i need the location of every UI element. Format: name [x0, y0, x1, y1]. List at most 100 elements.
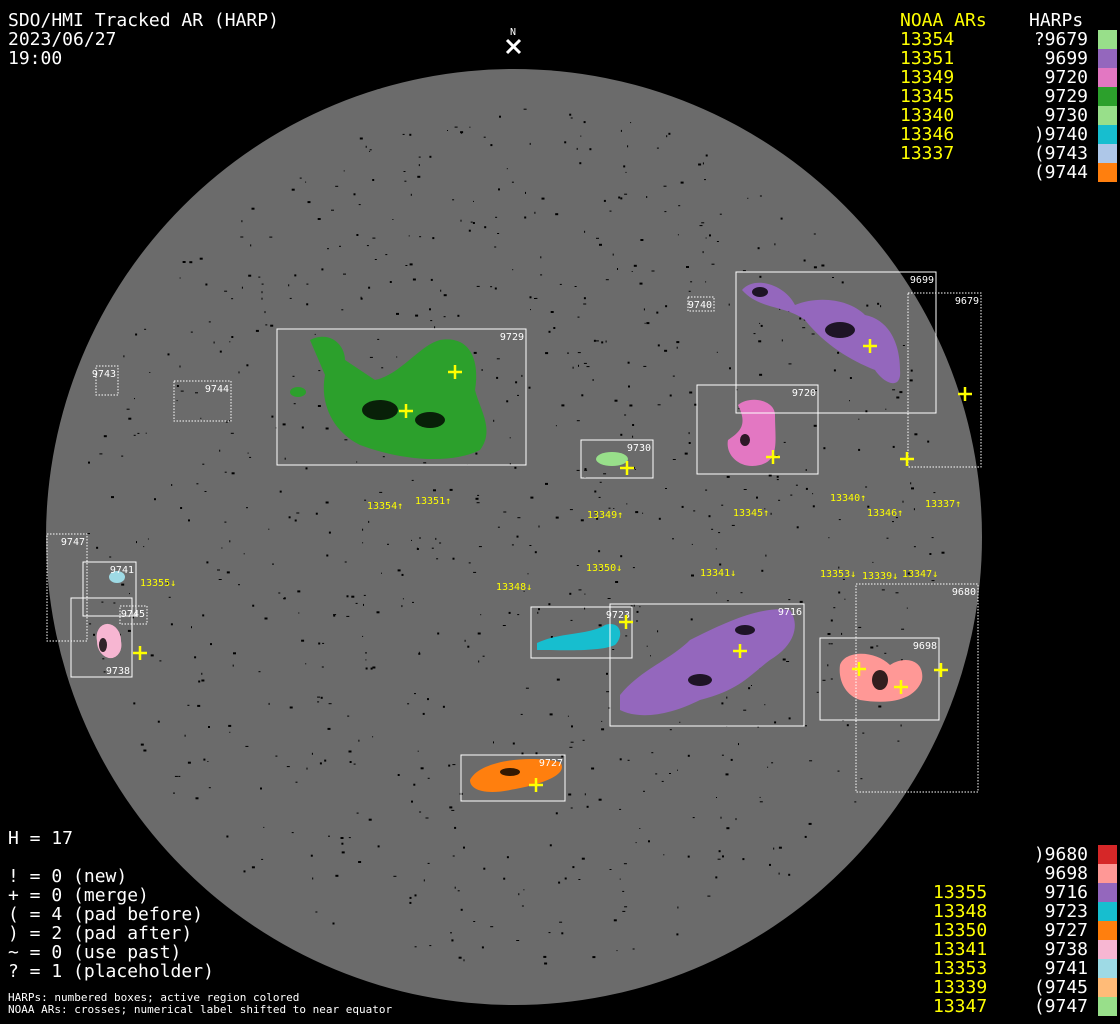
speck [583, 362, 587, 364]
speck [343, 170, 345, 172]
speck [858, 626, 862, 628]
speck [576, 420, 580, 422]
speck [548, 330, 551, 333]
speck [243, 870, 246, 873]
speck [892, 521, 894, 523]
speck [899, 391, 903, 394]
speck [648, 840, 650, 843]
footer-line-2: NOAA ARs: crosses; numerical label shift… [8, 1003, 393, 1016]
speck [321, 666, 324, 668]
speck [931, 580, 935, 582]
speck [759, 796, 761, 798]
harp-box [907, 292, 982, 468]
sunspot-core [415, 412, 445, 428]
speck [877, 302, 880, 305]
speck [886, 339, 889, 341]
speck [859, 353, 861, 356]
speck [133, 434, 136, 436]
speck [495, 216, 498, 218]
speck [914, 433, 918, 436]
speck [858, 418, 860, 420]
speck [721, 504, 724, 506]
speck [672, 538, 674, 540]
stat-line: ) = 2 (pad after) [8, 923, 193, 944]
legend-swatch [1098, 845, 1117, 864]
speck [799, 600, 803, 603]
speck [232, 664, 234, 667]
speck [457, 314, 460, 317]
legend-swatch [1098, 125, 1117, 144]
speck [711, 528, 714, 530]
speck [632, 435, 634, 438]
speck [512, 742, 515, 745]
active-region-9723 [537, 624, 621, 651]
speck [655, 773, 658, 775]
harp-count: H = 17 [8, 828, 74, 849]
speck [699, 225, 703, 227]
speck [389, 281, 392, 283]
speck [176, 400, 178, 402]
speck [655, 672, 658, 674]
speck [663, 185, 667, 187]
speck [403, 434, 406, 437]
speck [179, 277, 181, 279]
speck [483, 867, 486, 870]
speck [440, 289, 442, 292]
speck [356, 812, 359, 814]
speck [523, 590, 525, 592]
noaa-label: 13349↑ [587, 510, 623, 521]
speck [849, 377, 852, 379]
speck [821, 264, 825, 267]
speck [341, 309, 344, 311]
speck [411, 359, 414, 361]
speck [717, 858, 721, 860]
speck [282, 423, 286, 426]
harp-label: 9727 [539, 758, 563, 769]
speck [612, 649, 615, 650]
speck [490, 926, 494, 928]
speck [632, 567, 635, 569]
speck [230, 432, 234, 434]
speck [620, 197, 623, 200]
speck [757, 413, 759, 415]
speck [632, 948, 635, 950]
speck [593, 339, 596, 342]
speck [704, 692, 707, 694]
speck [680, 181, 684, 184]
speck [584, 230, 586, 233]
speck [624, 906, 628, 908]
legend-swatch [1098, 959, 1117, 978]
speck [203, 758, 206, 761]
harp-label: 9740 [688, 300, 712, 311]
speck [569, 592, 572, 595]
speck [231, 298, 234, 300]
speck [452, 557, 455, 560]
speck [686, 266, 689, 268]
speck [833, 607, 836, 609]
harp-box [119, 605, 148, 625]
speck [523, 108, 527, 110]
active-region-9727 [470, 759, 562, 792]
speck [658, 517, 661, 520]
speck [463, 846, 465, 849]
speck [377, 845, 380, 848]
speck [93, 633, 95, 636]
active-region-9699 [742, 282, 901, 384]
speck [196, 483, 199, 485]
legend-noaa: 13341 [933, 939, 988, 960]
speck [595, 340, 599, 342]
speck [661, 780, 664, 782]
speck [753, 333, 756, 335]
speck [194, 656, 197, 659]
speck [589, 148, 592, 151]
speck [251, 207, 255, 210]
speck [202, 463, 205, 465]
speck [586, 805, 589, 808]
speck [133, 702, 136, 705]
speck [382, 456, 385, 458]
speck [333, 614, 336, 617]
speck [679, 721, 681, 723]
speck [335, 874, 339, 877]
speck [255, 329, 259, 332]
speck [550, 636, 553, 638]
